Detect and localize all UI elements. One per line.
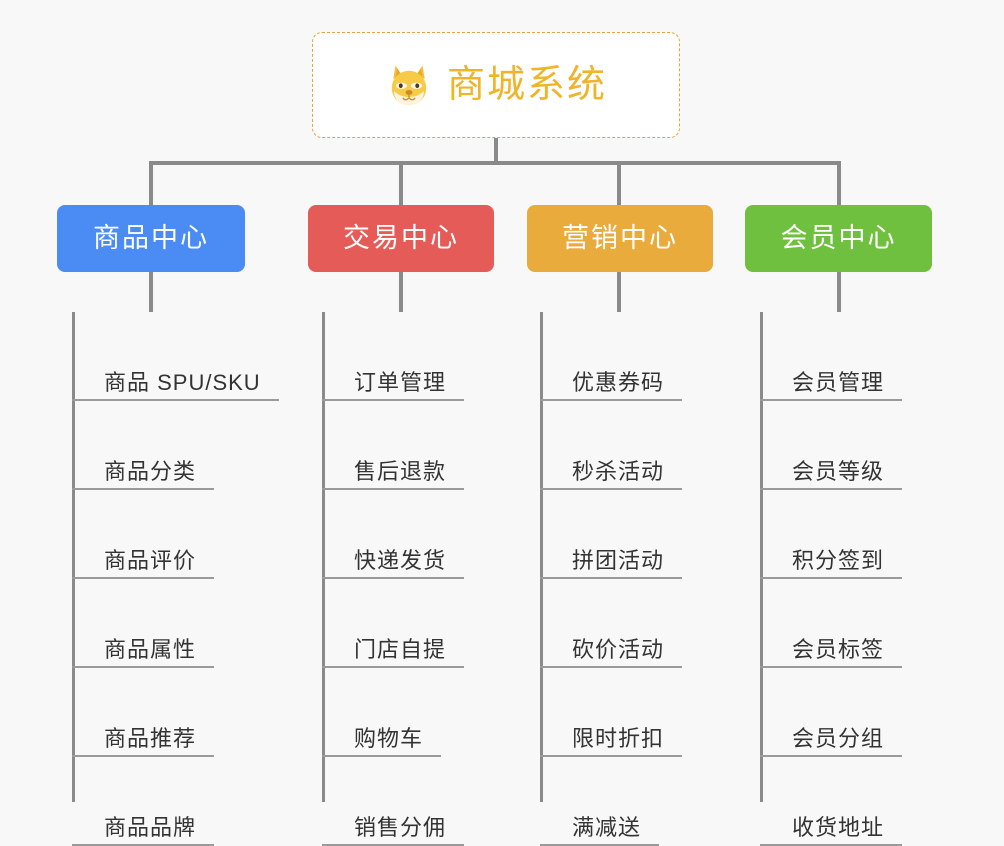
list-item[interactable]: 砍价活动 bbox=[540, 579, 682, 668]
item-underline bbox=[540, 666, 682, 668]
item-label: 商品 SPU/SKU bbox=[104, 370, 261, 395]
list-item[interactable]: 门店自提 bbox=[322, 579, 464, 668]
item-label: 满减送 bbox=[572, 815, 642, 840]
item-label: 砍价活动 bbox=[572, 637, 665, 662]
connector-drop-1 bbox=[149, 161, 153, 205]
item-label: 售后退款 bbox=[354, 459, 447, 484]
list-item[interactable]: 售后退款 bbox=[322, 401, 464, 490]
connector-stub-1 bbox=[149, 272, 153, 312]
item-label: 订单管理 bbox=[354, 370, 447, 395]
item-underline bbox=[760, 577, 902, 579]
connector-drop-3 bbox=[617, 161, 621, 205]
item-underline bbox=[322, 577, 464, 579]
item-underline bbox=[72, 755, 214, 757]
item-label: 购物车 bbox=[354, 726, 424, 751]
category-card-marketing-center[interactable]: 营销中心 bbox=[527, 205, 713, 272]
column-spine bbox=[540, 312, 543, 802]
list-item[interactable]: 积分签到 bbox=[760, 490, 902, 579]
list-item[interactable]: 限时折扣 bbox=[540, 668, 682, 757]
category-card-member-center[interactable]: 会员中心 bbox=[745, 205, 932, 272]
column-spine bbox=[72, 312, 75, 802]
connector-drop-2 bbox=[399, 161, 403, 205]
list-item[interactable]: 收货地址 bbox=[760, 757, 902, 846]
item-label: 会员管理 bbox=[792, 370, 885, 395]
item-label: 销售分佣 bbox=[354, 815, 447, 840]
root-node-mall-system[interactable]: 商城系统 bbox=[312, 32, 680, 138]
connector-stub-3 bbox=[617, 272, 621, 312]
item-label: 会员分组 bbox=[792, 726, 885, 751]
category-label: 营销中心 bbox=[562, 223, 678, 253]
list-item[interactable]: 销售分佣 bbox=[322, 757, 464, 846]
list-item[interactable]: 购物车 bbox=[322, 668, 464, 757]
item-underline bbox=[72, 577, 214, 579]
item-underline bbox=[72, 488, 214, 490]
item-underline bbox=[540, 577, 682, 579]
list-item[interactable]: 商品分类 bbox=[72, 401, 279, 490]
category-card-product-center[interactable]: 商品中心 bbox=[57, 205, 245, 272]
item-label: 积分签到 bbox=[792, 548, 885, 573]
item-underline bbox=[322, 399, 464, 401]
item-underline bbox=[72, 399, 279, 401]
item-label: 拼团活动 bbox=[572, 548, 665, 573]
item-underline bbox=[760, 666, 902, 668]
root-node-title: 商城系统 bbox=[446, 64, 607, 106]
list-item[interactable]: 会员标签 bbox=[760, 579, 902, 668]
item-underline bbox=[322, 755, 441, 757]
list-item[interactable]: 商品属性 bbox=[72, 579, 279, 668]
item-label: 限时折扣 bbox=[572, 726, 665, 751]
item-underline bbox=[322, 666, 464, 668]
item-underline bbox=[760, 755, 902, 757]
shiba-dog-face-icon bbox=[391, 65, 427, 107]
category-label: 商品中心 bbox=[93, 223, 209, 253]
connector-stub-4 bbox=[837, 272, 841, 312]
list-item[interactable]: 秒杀活动 bbox=[540, 401, 682, 490]
list-item[interactable]: 会员管理 bbox=[760, 312, 902, 401]
connector-horizontal-bus bbox=[149, 161, 841, 165]
item-underline bbox=[322, 488, 464, 490]
item-label: 商品分类 bbox=[104, 459, 197, 484]
connector-stub-2 bbox=[399, 272, 403, 312]
item-label: 秒杀活动 bbox=[572, 459, 665, 484]
item-label: 商品品牌 bbox=[104, 815, 197, 840]
item-underline bbox=[540, 755, 682, 757]
column-spine bbox=[322, 312, 325, 802]
list-item[interactable]: 商品 SPU/SKU bbox=[72, 312, 279, 401]
list-item[interactable]: 商品品牌 bbox=[72, 757, 279, 846]
list-item[interactable]: 满减送 bbox=[540, 757, 682, 846]
list-item[interactable]: 会员等级 bbox=[760, 401, 902, 490]
list-item[interactable]: 商品评价 bbox=[72, 490, 279, 579]
list-item[interactable]: 拼团活动 bbox=[540, 490, 682, 579]
list-item[interactable]: 会员分组 bbox=[760, 668, 902, 757]
item-label: 收货地址 bbox=[792, 815, 885, 840]
list-item[interactable]: 商品推荐 bbox=[72, 668, 279, 757]
item-column-trade-center: 订单管理 售后退款 快递发货 门店自提 购物车 销售分佣 bbox=[322, 312, 464, 846]
item-underline bbox=[540, 399, 682, 401]
category-card-trade-center[interactable]: 交易中心 bbox=[308, 205, 494, 272]
item-underline bbox=[760, 488, 902, 490]
item-underline bbox=[540, 488, 682, 490]
item-column-marketing-center: 优惠券码 秒杀活动 拼团活动 砍价活动 限时折扣 满减送 bbox=[540, 312, 682, 846]
list-item[interactable]: 快递发货 bbox=[322, 490, 464, 579]
item-underline bbox=[72, 666, 214, 668]
item-label: 优惠券码 bbox=[572, 370, 665, 395]
item-label: 门店自提 bbox=[354, 637, 447, 662]
connector-root-vertical bbox=[494, 138, 498, 163]
item-label: 快递发货 bbox=[354, 548, 447, 573]
item-label: 会员标签 bbox=[792, 637, 885, 662]
item-label: 商品属性 bbox=[104, 637, 197, 662]
list-item[interactable]: 优惠券码 bbox=[540, 312, 682, 401]
category-label: 会员中心 bbox=[780, 223, 897, 253]
item-column-member-center: 会员管理 会员等级 积分签到 会员标签 会员分组 收货地址 bbox=[760, 312, 902, 846]
item-underline bbox=[760, 399, 902, 401]
item-column-product-center: 商品 SPU/SKU 商品分类 商品评价 商品属性 商品推荐 商品品牌 bbox=[72, 312, 279, 846]
list-item[interactable]: 订单管理 bbox=[322, 312, 464, 401]
item-label: 会员等级 bbox=[792, 459, 885, 484]
item-label: 商品推荐 bbox=[104, 726, 197, 751]
item-label: 商品评价 bbox=[104, 548, 197, 573]
connector-drop-4 bbox=[837, 161, 841, 205]
column-spine bbox=[760, 312, 763, 802]
category-label: 交易中心 bbox=[343, 223, 459, 253]
